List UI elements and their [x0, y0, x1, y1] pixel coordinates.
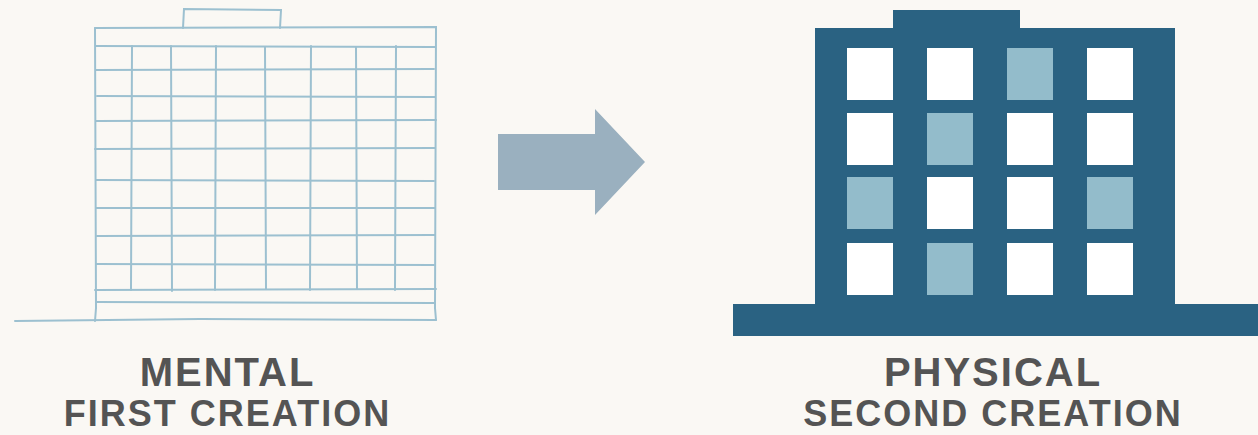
block-arrow — [498, 109, 645, 215]
node-subheading: FIRST CREATION — [15, 394, 440, 434]
node-heading: MENTAL — [15, 350, 440, 394]
node-subheading: SECOND CREATION — [733, 394, 1253, 434]
building-node: MENTALFIRST CREATION — [15, 0, 440, 435]
solid-building — [733, 10, 1258, 336]
node-heading: PHYSICAL — [733, 350, 1253, 394]
sketch-building — [15, 9, 436, 321]
building-node: PHYSICALSECOND CREATION — [733, 0, 1253, 435]
